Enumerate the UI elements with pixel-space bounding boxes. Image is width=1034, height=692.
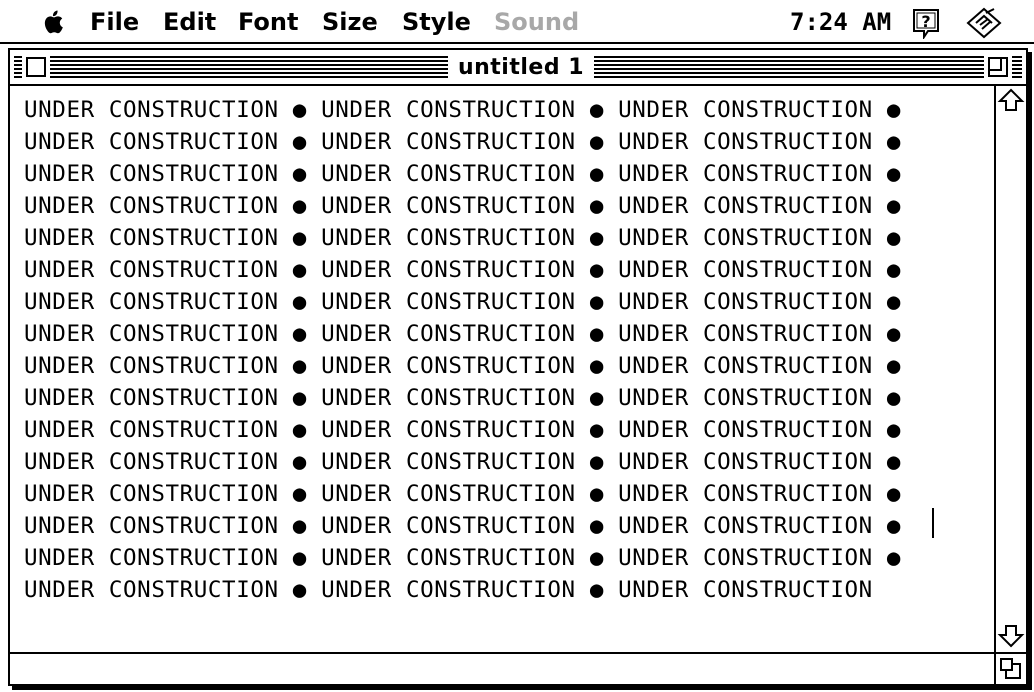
menu-edit[interactable]: Edit bbox=[163, 8, 217, 36]
svg-text:?: ? bbox=[921, 12, 930, 31]
text-line: UNDER CONSTRUCTION ● UNDER CONSTRUCTION … bbox=[24, 353, 902, 379]
text-line: UNDER CONSTRUCTION ● UNDER CONSTRUCTION … bbox=[24, 417, 902, 443]
text-line: UNDER CONSTRUCTION ● UNDER CONSTRUCTION … bbox=[24, 449, 902, 475]
close-box-icon[interactable] bbox=[22, 53, 50, 81]
menu-clock[interactable]: 7:24 AM bbox=[790, 8, 892, 36]
menu-size[interactable]: Size bbox=[322, 8, 378, 36]
text-line: UNDER CONSTRUCTION ● UNDER CONSTRUCTION … bbox=[24, 577, 873, 603]
zoom-box-icon[interactable] bbox=[984, 53, 1012, 81]
text-line: UNDER CONSTRUCTION ● UNDER CONSTRUCTION … bbox=[24, 385, 902, 411]
document-text: UNDER CONSTRUCTION ● UNDER CONSTRUCTION … bbox=[24, 94, 901, 606]
title-bar-stripes-left bbox=[14, 56, 448, 78]
window-title: untitled 1 bbox=[448, 52, 594, 84]
scroll-up-arrow-icon[interactable] bbox=[996, 86, 1026, 116]
bottom-bar bbox=[10, 652, 994, 684]
grow-box-icon[interactable] bbox=[994, 652, 1026, 684]
application-menu-icon[interactable] bbox=[966, 7, 1002, 39]
text-line: UNDER CONSTRUCTION ● UNDER CONSTRUCTION … bbox=[24, 481, 902, 507]
vertical-scrollbar[interactable] bbox=[994, 86, 1026, 652]
text-line: UNDER CONSTRUCTION ● UNDER CONSTRUCTION … bbox=[24, 257, 902, 283]
apple-icon[interactable] bbox=[40, 9, 66, 35]
menu-bar: File Edit Font Size Style Sound 7:24 AM … bbox=[0, 0, 1034, 44]
text-line: UNDER CONSTRUCTION ● UNDER CONSTRUCTION … bbox=[24, 545, 902, 571]
text-line: UNDER CONSTRUCTION ● UNDER CONSTRUCTION … bbox=[24, 321, 902, 347]
document-window: untitled 1 UNDER CONSTRUCTION ● UNDER CO… bbox=[8, 48, 1028, 686]
menu-file[interactable]: File bbox=[90, 8, 140, 36]
text-line: UNDER CONSTRUCTION ● UNDER CONSTRUCTION … bbox=[24, 193, 902, 219]
grow-box-glyph bbox=[1000, 658, 1021, 679]
title-bar[interactable]: untitled 1 bbox=[10, 50, 1026, 86]
text-editing-area[interactable]: UNDER CONSTRUCTION ● UNDER CONSTRUCTION … bbox=[10, 86, 994, 652]
text-insertion-caret bbox=[932, 508, 934, 538]
menu-font[interactable]: Font bbox=[238, 8, 299, 36]
text-line: UNDER CONSTRUCTION ● UNDER CONSTRUCTION … bbox=[24, 97, 902, 123]
text-line: UNDER CONSTRUCTION ● UNDER CONSTRUCTION … bbox=[24, 513, 902, 539]
menu-sound[interactable]: Sound bbox=[494, 8, 580, 36]
scroll-down-arrow-icon[interactable] bbox=[996, 620, 1026, 650]
balloon-help-icon[interactable]: ? bbox=[910, 7, 942, 39]
text-line: UNDER CONSTRUCTION ● UNDER CONSTRUCTION … bbox=[24, 161, 902, 187]
text-line: UNDER CONSTRUCTION ● UNDER CONSTRUCTION … bbox=[24, 225, 902, 251]
text-line: UNDER CONSTRUCTION ● UNDER CONSTRUCTION … bbox=[24, 289, 902, 315]
text-line: UNDER CONSTRUCTION ● UNDER CONSTRUCTION … bbox=[24, 129, 902, 155]
menu-style[interactable]: Style bbox=[402, 8, 471, 36]
title-bar-stripes-right bbox=[594, 56, 1022, 78]
